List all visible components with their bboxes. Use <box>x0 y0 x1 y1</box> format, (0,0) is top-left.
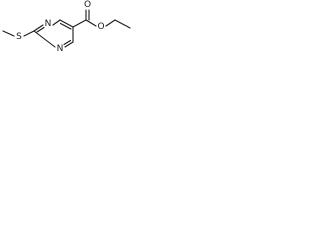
bond-ester-oxygen-ch2 <box>105 19 116 27</box>
bond-c2-n1 <box>33 24 44 32</box>
bond-ethyl <box>114 19 131 29</box>
bond-c4-n3-inner <box>63 39 72 46</box>
bond-n1-c6 <box>52 19 61 26</box>
chemical-structure: S N N O O <box>2 0 131 54</box>
atom-labels: S N N O O <box>16 0 104 54</box>
bond-methyl-sulfur <box>2 30 15 37</box>
bond-c6-c5 <box>59 19 74 28</box>
atom-ester-oxygen: O <box>97 22 104 32</box>
bond-c4-carbonyl <box>72 19 87 28</box>
atom-carbonyl-oxygen: O <box>84 0 91 10</box>
bond-sulfur-c2 <box>23 30 35 37</box>
atom-nitrogen-1: N <box>45 19 52 29</box>
bond-c6-c5-inner <box>59 22 72 30</box>
atom-sulfur: S <box>16 32 22 42</box>
bond-carbonyl-ester-oxygen <box>85 19 97 27</box>
atom-nitrogen-3: N <box>57 44 64 54</box>
bond-c2-n1-inner <box>36 26 45 33</box>
bond-n3-c2 <box>33 30 56 48</box>
bonds <box>2 9 131 48</box>
bond-c4-n3 <box>64 41 74 48</box>
